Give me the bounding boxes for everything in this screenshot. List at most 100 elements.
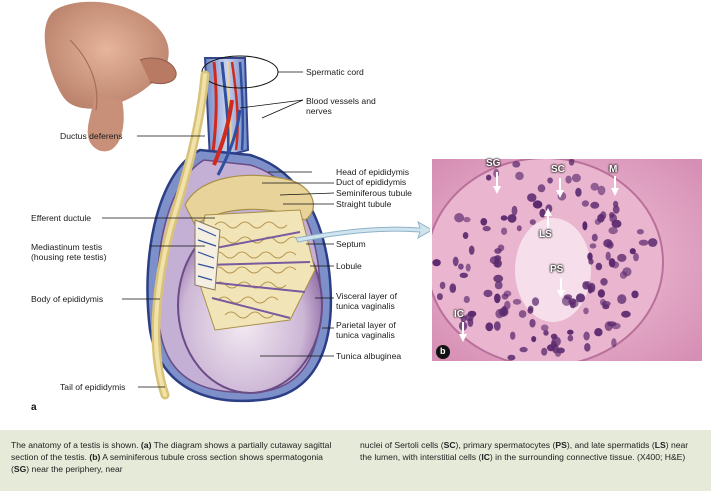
cell-nucleus [638,239,649,246]
cell-nucleus [597,289,606,298]
cell-nucleus [608,258,616,268]
cell-nucleus [633,252,639,262]
cell-nucleus [531,336,537,343]
micro-label-ic: IC [454,309,464,320]
cell-nucleus [527,193,537,202]
panel-b-letter: b [440,346,446,356]
cell-nucleus [494,293,501,304]
micrograph-arrows [459,172,619,342]
zoom-arrow [295,220,434,243]
cell-nucleus [597,185,606,196]
cell-nucleus [483,289,493,298]
cell-nucleus [540,324,549,332]
ductus-deferens-drawing [151,70,210,400]
cell-nucleus [595,262,603,271]
cell-nucleus [539,208,546,218]
cell-nucleus [462,232,469,239]
cell-nucleus [621,310,631,318]
label-tunica-albuginea: Tunica albuginea [336,351,402,361]
cell-nucleus [527,307,534,314]
cell-nucleus [567,329,574,335]
label-head-epididymis: Head of epididymis [336,167,410,177]
cell-nucleus [529,219,536,225]
cell-nucleus [460,315,467,323]
leader-lines [102,71,335,388]
figure-caption: The anatomy of a testis is shown. (a) Th… [0,430,711,491]
cell-nucleus [507,354,516,361]
cell-nucleus [439,281,446,290]
caption-column-1: The anatomy of a testis is shown. (a) Th… [11,440,332,474]
cell-nucleus [463,295,470,304]
cell-nucleus [571,173,581,183]
cell-nucleus [507,214,517,223]
epididymis-head [184,174,314,226]
cell-nucleus [531,297,540,306]
lobules-drawing [194,209,316,331]
cell-nucleus [594,328,603,337]
cell-nucleus [619,271,628,279]
caption-column-2: nuclei of Sertoli cells (SC), primary sp… [360,440,689,462]
label-straight-tubule: Straight tubule [336,199,392,209]
label-lobule: Lobule [336,261,362,271]
figure-stage: Spermatic cord Blood vessels and nerves … [31,1,704,413]
cell-nucleus [486,174,492,181]
cell-nucleus [512,298,522,305]
micro-label-sg: SG [486,158,501,169]
cell-nucleus [589,243,597,249]
cell-nucleus [608,227,618,235]
cell-nucleus [518,310,527,318]
cell-nucleus [604,321,613,332]
cell-nucleus [465,263,471,272]
inset-body-illustration [44,1,177,152]
label-blood-vessels: Blood vessels and nerves [306,96,376,116]
cell-nucleus [494,281,503,290]
cell-nucleus [611,338,617,348]
cell-nucleus [500,215,508,221]
cell-nucleus [463,216,471,223]
cell-nucleus [511,205,518,216]
micro-label-ls: LS [539,229,552,240]
cell-nucleus [458,263,464,270]
cell-nucleus [565,175,572,184]
cell-nucleus [485,322,494,332]
label-mediastinum: Mediastinum testis (housing rete testis) [31,242,107,262]
cell-nucleus [537,184,546,193]
cell-nucleus [546,344,556,352]
cell-nucleus [575,293,586,303]
cell-nucleus [541,347,548,356]
cell-nucleus [594,218,601,225]
cell-nucleus [432,259,441,267]
label-spermatic-cord: Spermatic cord [306,67,364,77]
cell-nucleus [449,283,457,294]
cell-nucleus [587,284,593,294]
cell-nucleus [501,227,508,235]
cell-nucleus [495,309,504,319]
label-seminiferous-tubule: Seminiferous tubule [336,188,412,198]
label-efferent-ductule: Efferent ductule [31,213,92,223]
cell-nucleus [563,294,573,300]
cell-nucleus [590,201,600,209]
cell-nucleus [494,248,502,254]
cell-nucleus [493,274,504,283]
cell-nucleus [582,221,588,231]
cell-nucleus [590,182,599,191]
label-body-epididymis: Body of epididymis [31,294,104,304]
cell-nucleus [601,301,611,307]
panel-a-letter: a [31,402,37,413]
cell-nucleus [480,218,488,226]
cell-nucleus [568,158,575,166]
cell-nucleus [612,205,620,214]
cell-nucleus [482,225,491,232]
cell-nucleus [636,229,644,235]
micro-label-m: M [609,164,618,175]
cell-nucleus [515,171,524,181]
cell-nucleus [581,200,590,207]
cell-nucleus [617,253,627,262]
micro-label-ps: PS [550,264,564,275]
cell-nucleus [600,278,608,286]
cell-nucleus [529,318,536,328]
cell-nucleus [631,290,639,299]
cell-nucleus [510,331,516,340]
cell-nucleus [547,177,553,184]
cell-nucleus [609,213,617,223]
